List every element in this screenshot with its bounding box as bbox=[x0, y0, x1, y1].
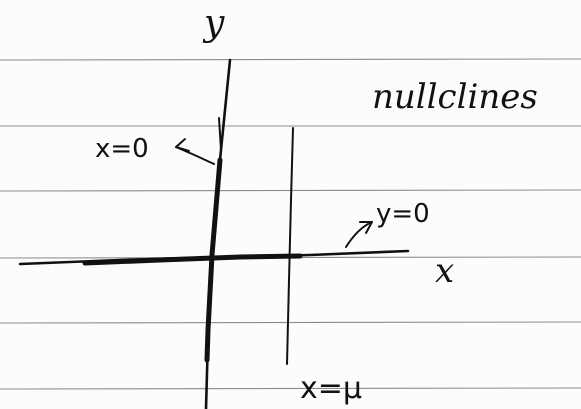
arrow-to-x-axis bbox=[345, 221, 373, 248]
y-axis-shading bbox=[218, 117, 222, 151]
arrowhead-left-icon bbox=[175, 138, 190, 152]
vertical-nullcline-line bbox=[286, 127, 294, 365]
ruled-line-1 bbox=[0, 58, 581, 61]
x-axis-label: x bbox=[435, 251, 454, 291]
vertical-nullcline-label: x=μ bbox=[300, 371, 362, 406]
y-nullcline-label: x=0 bbox=[95, 134, 149, 164]
ruled-line-5 bbox=[0, 321, 581, 324]
x-axis-nullcline-label: y=0 bbox=[376, 199, 430, 229]
y-axis-nullcline-thick bbox=[204, 157, 223, 363]
x-axis-nullcline-thick bbox=[82, 253, 303, 266]
nullclines-title: nullclines bbox=[372, 77, 538, 117]
y-axis-label: y bbox=[202, 3, 225, 44]
arrowhead-up-right-icon bbox=[359, 221, 373, 234]
ruled-line-6 bbox=[0, 387, 581, 390]
